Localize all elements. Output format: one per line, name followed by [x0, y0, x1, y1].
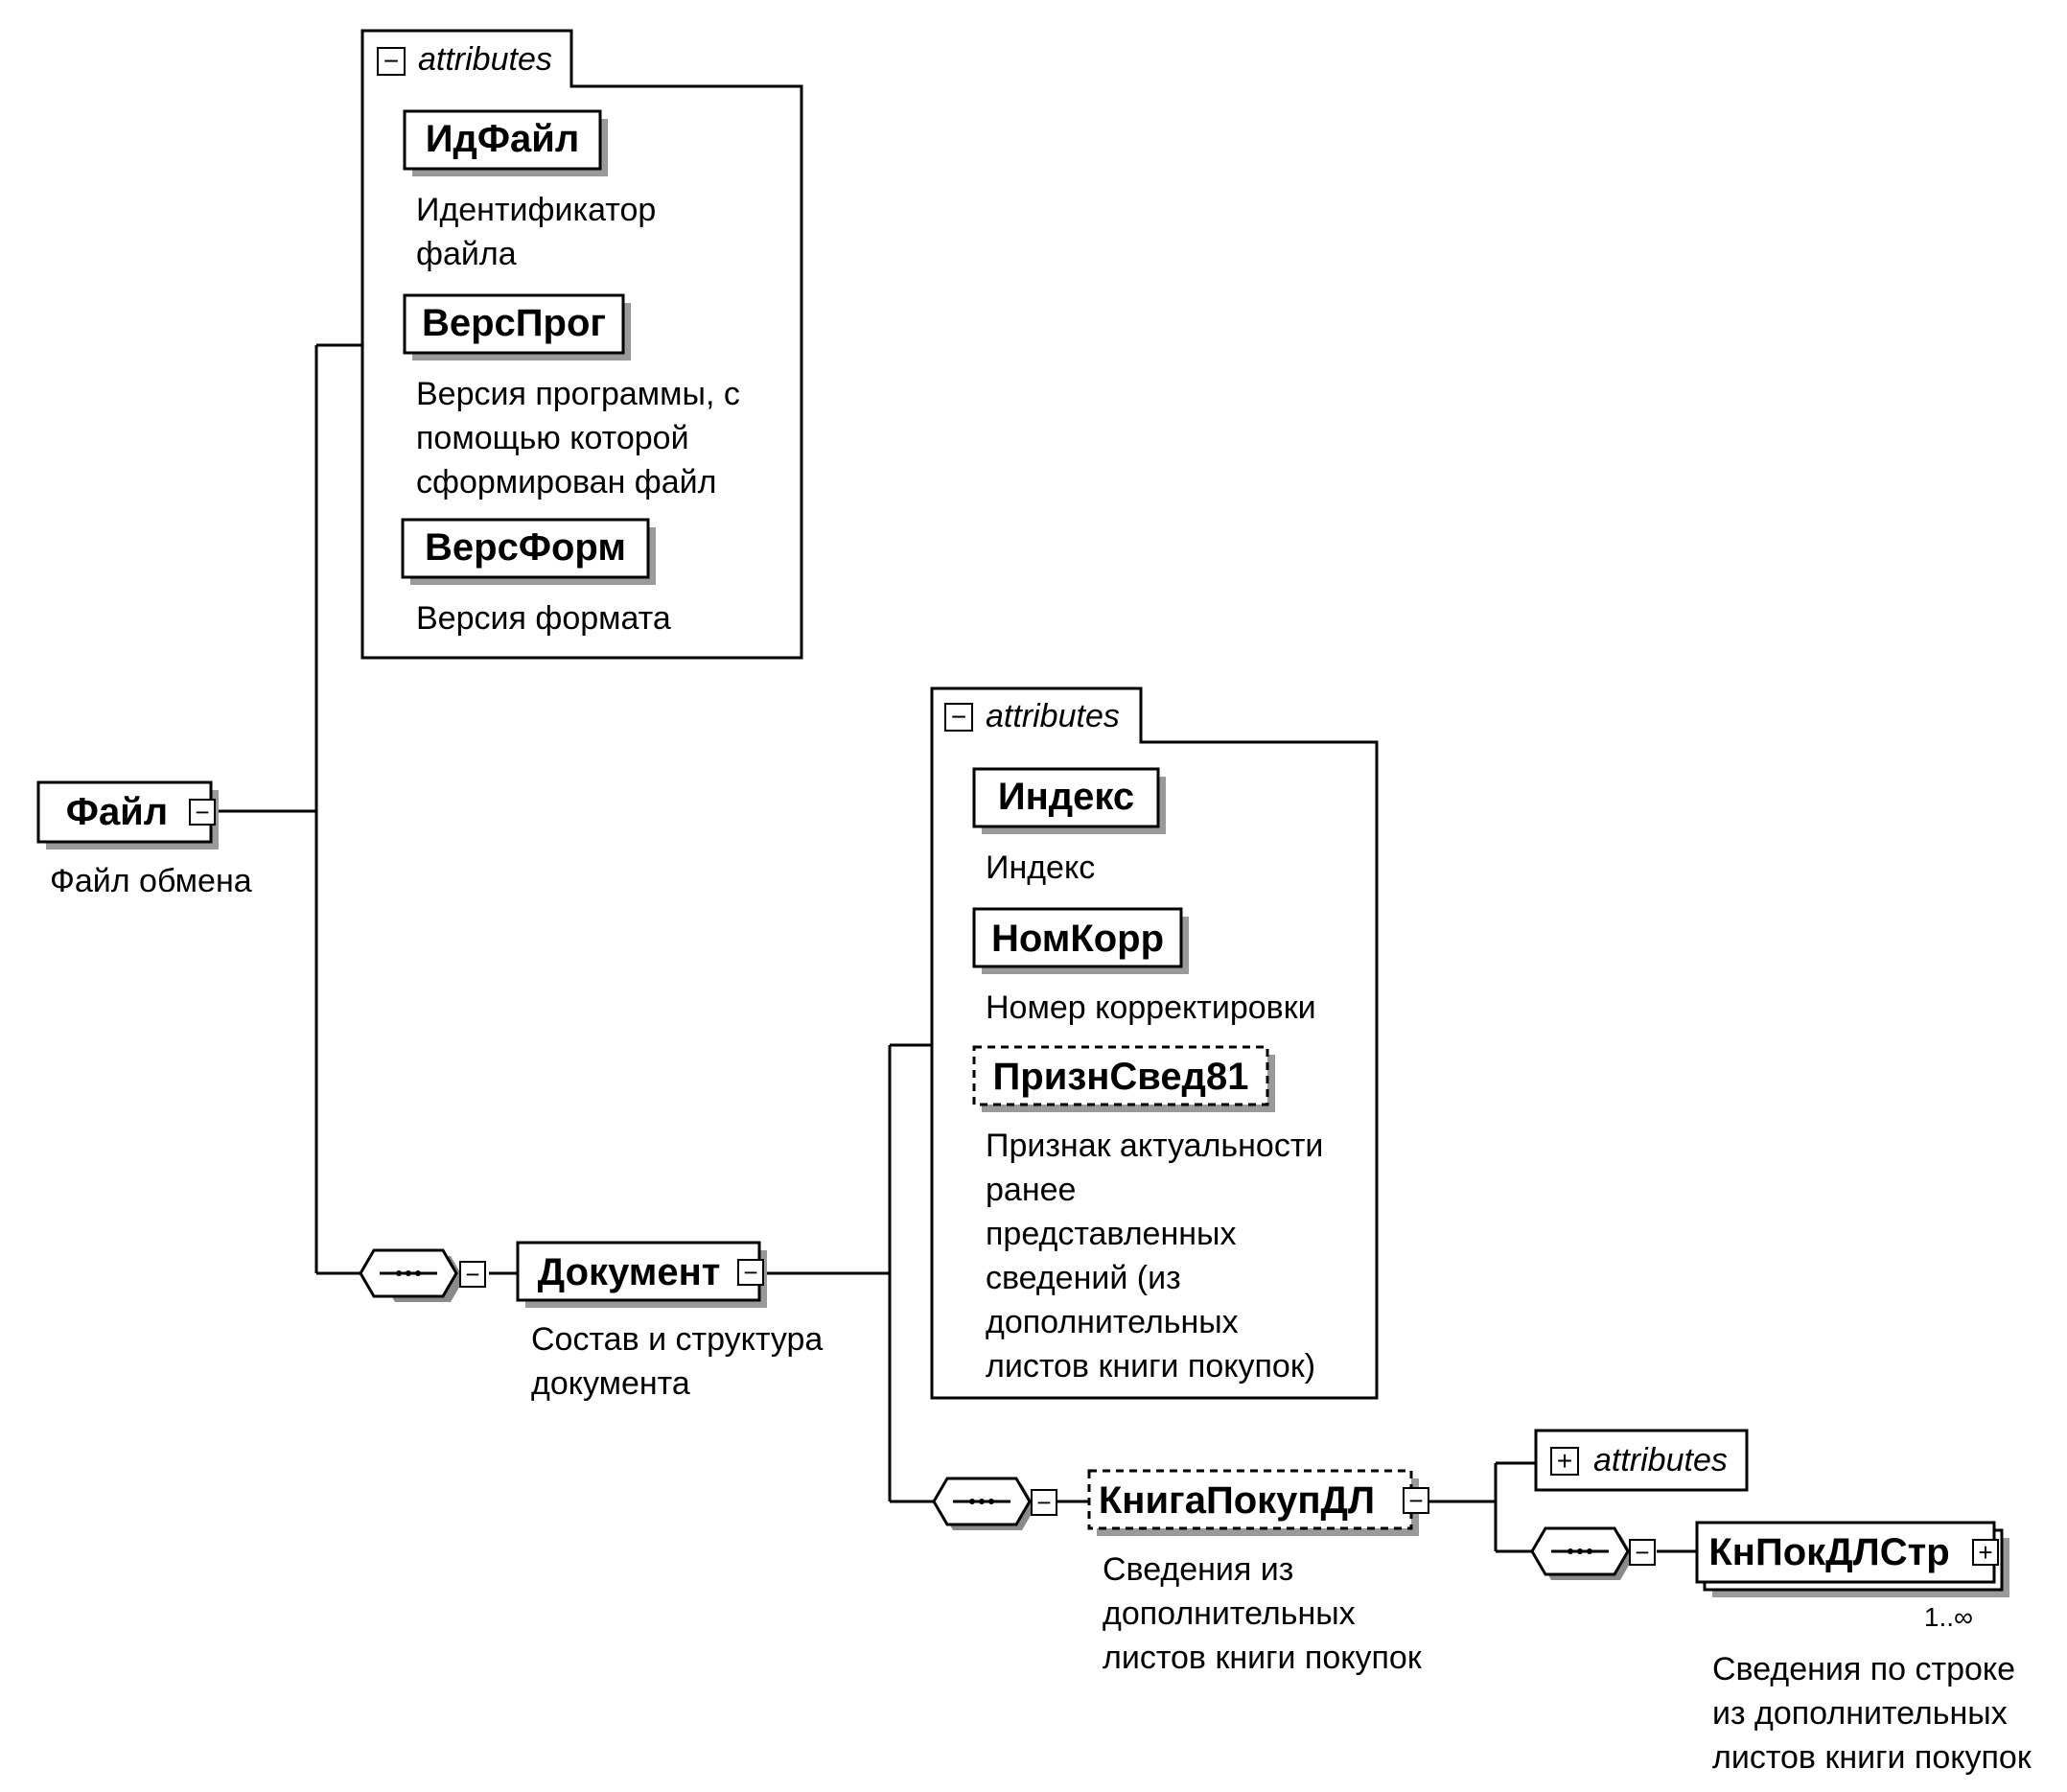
- svg-text:КнПокДЛСтр: КнПокДЛСтр: [1708, 1531, 1949, 1573]
- svg-text:ВерсПрог: ВерсПрог: [422, 302, 606, 344]
- element-knigapokupdl[interactable]: КнигаПокупДЛ −: [1087, 1469, 1429, 1536]
- collapse-toggle-document[interactable]: −: [737, 1258, 764, 1287]
- svg-text:−: −: [195, 798, 209, 826]
- attributes-toggle-document[interactable]: −: [944, 702, 973, 732]
- svg-text:−: −: [1408, 1486, 1423, 1515]
- svg-text:Файл: Файл: [66, 791, 168, 833]
- svg-text:−: −: [383, 46, 399, 76]
- svg-text:−: −: [465, 1260, 479, 1289]
- attributes-title: attributes: [1593, 1442, 1728, 1478]
- compositor-toggle[interactable]: −: [459, 1260, 486, 1289]
- svg-text:−: −: [1036, 1488, 1051, 1517]
- element-knpokdlstr[interactable]: КнПокДЛСтр +: [1695, 1521, 2009, 1597]
- svg-text:НомКорр: НомКорр: [991, 918, 1164, 960]
- attribute-nomkorr[interactable]: НомКорр: [972, 907, 1189, 974]
- connector-lines: [219, 343, 1697, 1553]
- attributes-title: attributes: [418, 41, 552, 78]
- svg-text:ПризнСвед81: ПризнСвед81: [993, 1056, 1249, 1098]
- svg-text:−: −: [1635, 1538, 1649, 1567]
- attributes-group-file: − attributes: [360, 29, 803, 660]
- attributes-title: attributes: [986, 698, 1120, 734]
- svg-text:Индекс: Индекс: [998, 776, 1134, 818]
- element-document[interactable]: Документ −: [516, 1241, 767, 1308]
- svg-text:ИдФайл: ИдФайл: [426, 118, 580, 160]
- annotation-priznsved81: Признак актуальности ранее представленны…: [986, 1128, 1333, 1385]
- sequence-compositor-2[interactable]: −: [932, 1477, 1057, 1530]
- svg-text:−: −: [743, 1258, 757, 1287]
- annotation-file: Файл обмена: [50, 863, 252, 899]
- attributes-toggle-file[interactable]: −: [377, 46, 406, 76]
- compositor-toggle[interactable]: −: [1031, 1488, 1057, 1517]
- svg-text:+: +: [1978, 1538, 1992, 1567]
- attributes-group-document: − attributes: [930, 687, 1379, 1400]
- svg-text:КнигаПокупДЛ: КнигаПокупДЛ: [1099, 1479, 1375, 1522]
- svg-text:ВерсФорм: ВерсФорм: [425, 526, 626, 569]
- svg-text:+: +: [1557, 1446, 1572, 1476]
- sequence-compositor-1[interactable]: −: [359, 1248, 486, 1302]
- attributes-group-book[interactable]: + attributes: [1534, 1429, 1749, 1492]
- sequence-compositor-3[interactable]: −: [1530, 1526, 1656, 1580]
- svg-text:−: −: [951, 702, 966, 732]
- attribute-versform[interactable]: ВерсФорм: [401, 518, 656, 585]
- annotation-document: Состав и структура документа: [531, 1321, 832, 1402]
- annotation-idfile: Идентификатор файла: [416, 192, 665, 272]
- annotation-versform: Версия формата: [416, 600, 671, 637]
- annotation-knpokdlstr: Сведения по строке из дополнительных лис…: [1712, 1651, 2032, 1776]
- attribute-index[interactable]: Индекс: [972, 767, 1166, 834]
- element-file[interactable]: Файл −: [36, 780, 219, 849]
- attribute-idfile[interactable]: ИдФайл: [403, 109, 608, 176]
- expand-toggle-knpok[interactable]: +: [1972, 1538, 1999, 1567]
- annotation-versprog: Версия программы, с помощью которой сфор…: [416, 376, 749, 500]
- attributes-toggle-book[interactable]: +: [1550, 1446, 1579, 1476]
- collapse-toggle-kniga[interactable]: −: [1403, 1486, 1429, 1515]
- annotation-nomkorr: Номер корректировки: [986, 989, 1316, 1026]
- attribute-priznsved81[interactable]: ПризнСвед81: [972, 1045, 1275, 1112]
- compositor-toggle[interactable]: −: [1629, 1538, 1656, 1567]
- annotation-knigapokupdl: Сведения из дополнительных листов книги …: [1103, 1551, 1423, 1676]
- annotation-index: Индекс: [986, 849, 1095, 886]
- svg-text:Документ: Документ: [538, 1251, 721, 1293]
- attribute-versprog[interactable]: ВерсПрог: [403, 293, 631, 361]
- multiplicity-label: 1..∞: [1924, 1602, 1973, 1632]
- collapse-toggle-file[interactable]: −: [189, 798, 216, 826]
